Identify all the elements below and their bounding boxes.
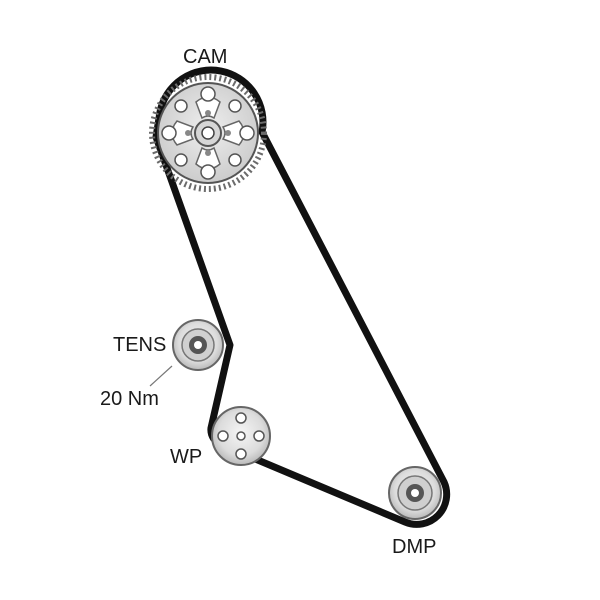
cam-label: CAM (183, 46, 228, 68)
damper-label: DMP (392, 536, 437, 558)
tensioner-pulley (172, 319, 224, 371)
cam-gear (149, 74, 267, 192)
damper-pulley (388, 466, 442, 520)
tensioner-label: TENS (113, 334, 167, 356)
water-pump-pulley (211, 406, 271, 466)
torque-label: 20 Nm (100, 388, 159, 410)
water-pump-label: WP (170, 446, 203, 468)
torque-leader-line (149, 365, 173, 387)
